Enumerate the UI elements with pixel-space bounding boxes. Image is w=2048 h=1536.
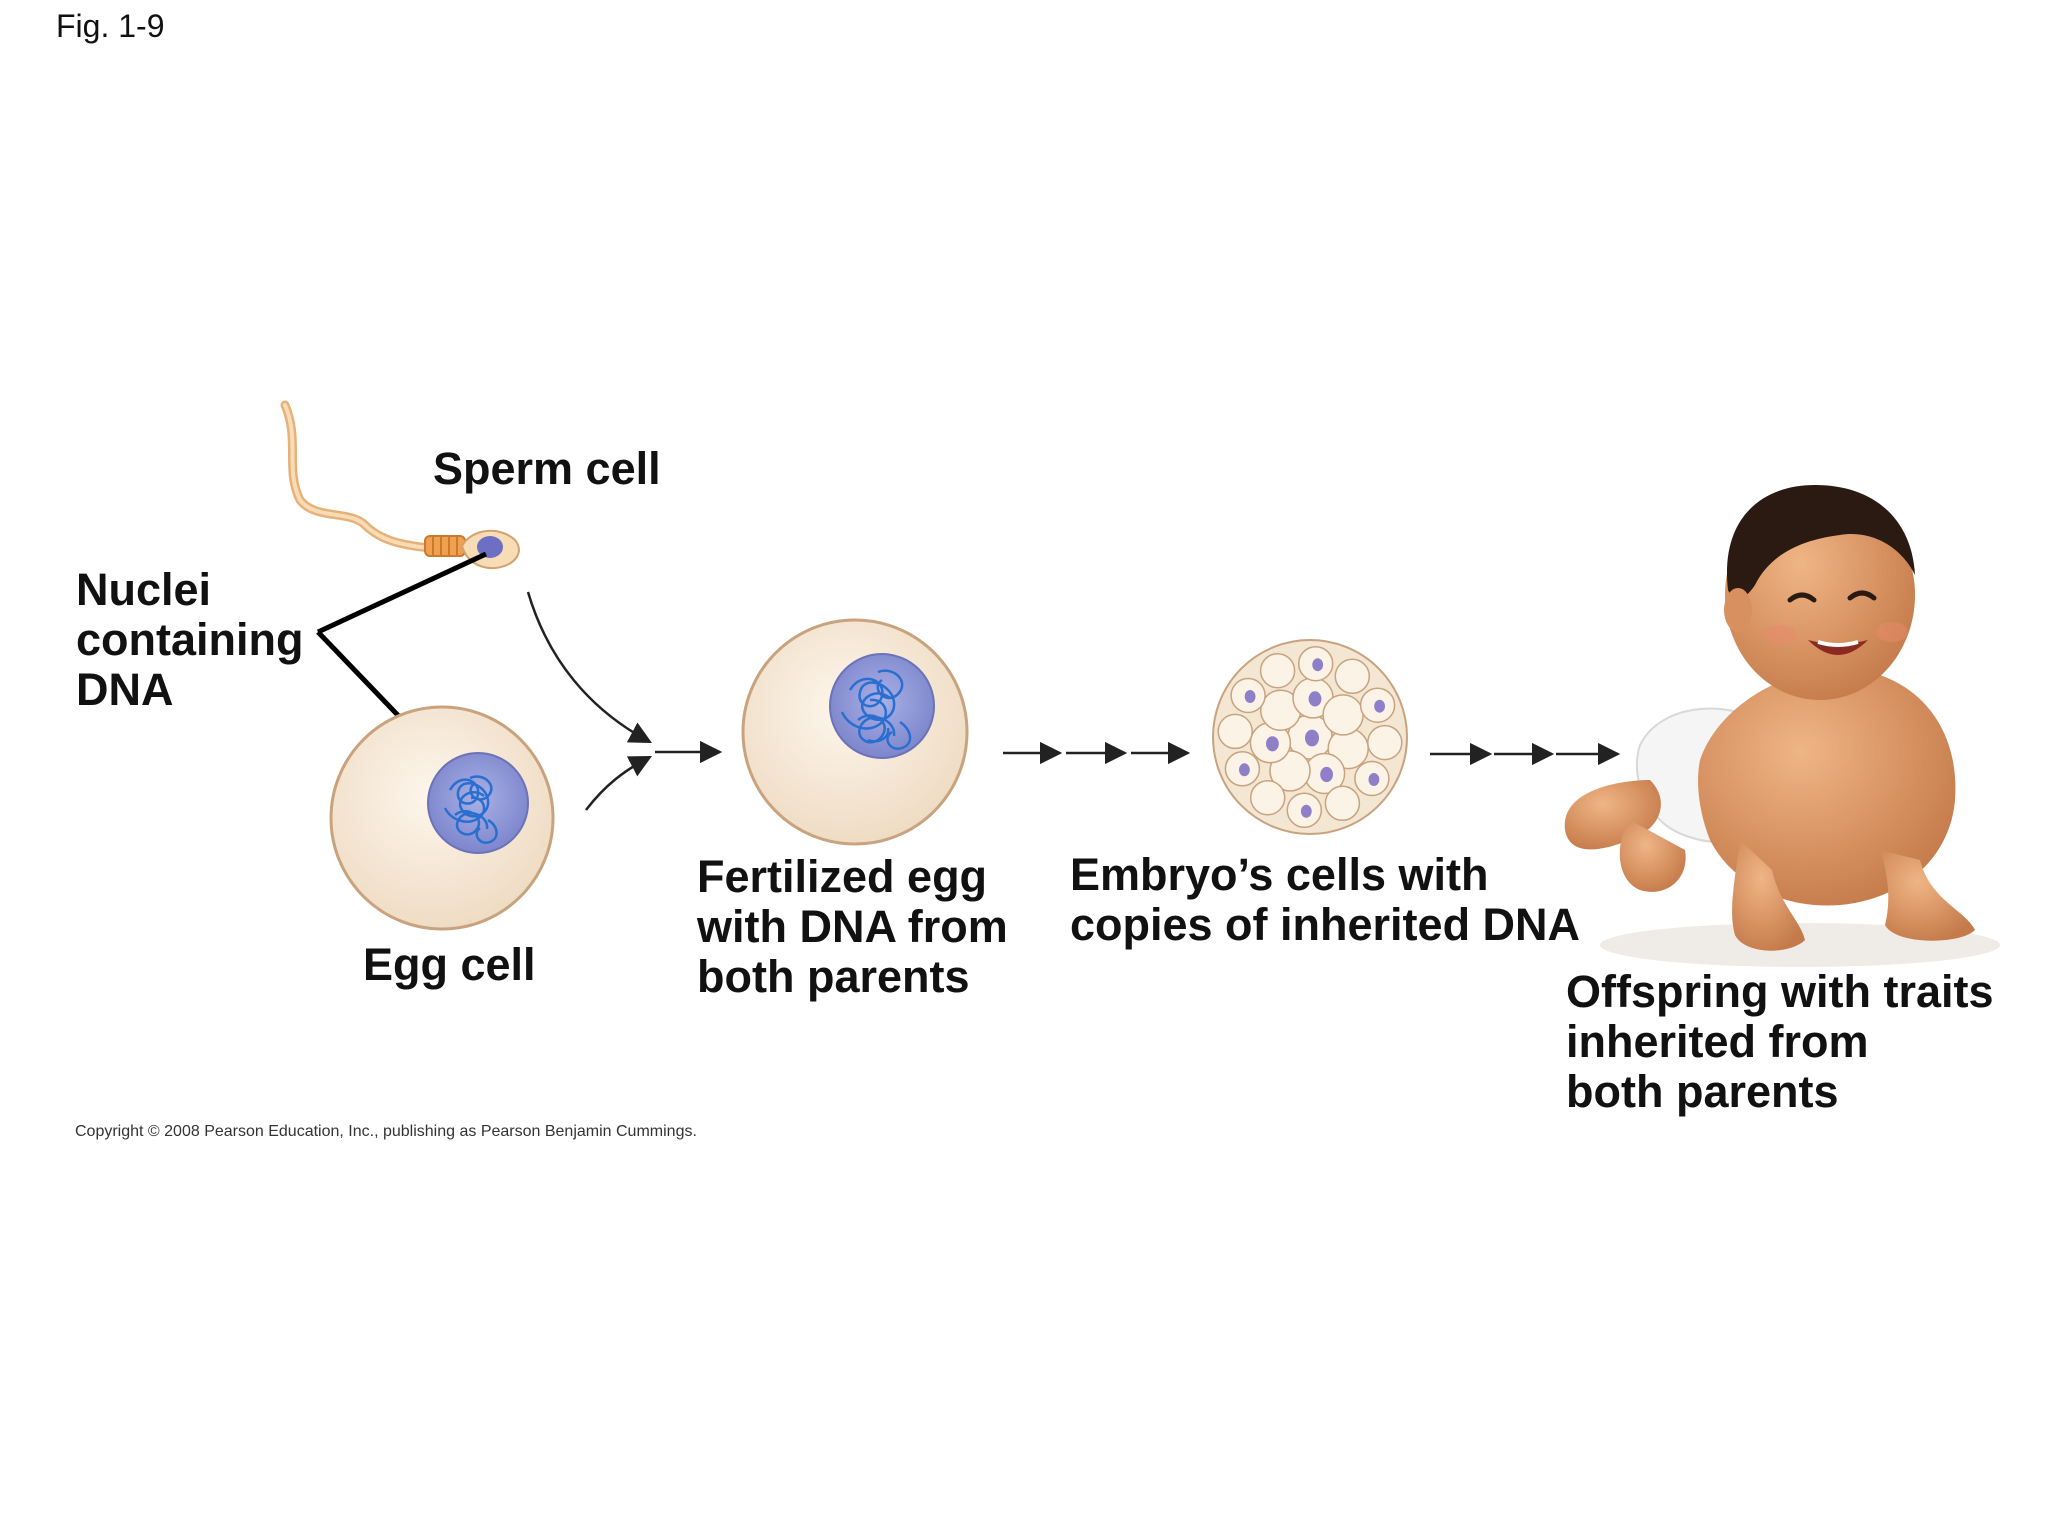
egg-cell-illustration xyxy=(329,705,555,931)
nuclei-label-line-3: DNA xyxy=(76,664,174,715)
nuclei-label-line-2: containing xyxy=(76,614,304,665)
embryo-cell-nucleus xyxy=(1368,773,1380,786)
embryo-cell xyxy=(1322,694,1364,736)
offspring-label: Offspring with traits inherited from bot… xyxy=(1566,967,1994,1117)
sperm-cell-label: Sperm cell xyxy=(433,443,661,494)
embryo-cell xyxy=(1249,779,1286,816)
embryo-cell xyxy=(1334,658,1371,695)
embryo-cell xyxy=(1259,652,1296,689)
embryo-cell-nucleus xyxy=(1374,699,1385,713)
embryo-cell-nucleus xyxy=(1308,691,1322,707)
fertilized-egg-label-line-1: Fertilized egg xyxy=(697,851,988,902)
embryo-cell-nucleus xyxy=(1312,658,1324,672)
copyright-notice: Copyright © 2008 Pearson Education, Inc.… xyxy=(75,1123,697,1140)
fertilized-egg-label-line-3: both parents xyxy=(697,951,970,1002)
embryo-cell xyxy=(1324,785,1361,822)
fertilized-egg-label-line-2: with DNA from xyxy=(697,901,1008,952)
embryo-label-line-1: Embryo’s cells with xyxy=(1070,849,1489,900)
embryo-label-line-2: copies of inherited DNA xyxy=(1070,899,1581,950)
embryo-cell xyxy=(1217,713,1253,750)
nuclei-label-line-1: Nuclei xyxy=(76,564,212,615)
fertilization-arrows xyxy=(526,591,723,811)
embryo-cell xyxy=(1367,724,1403,761)
embryo-cell-nucleus xyxy=(1244,690,1256,703)
offspring-label-line-2: inherited from xyxy=(1566,1016,1869,1067)
baby-photo xyxy=(1564,485,2000,967)
fertilized-egg-illustration xyxy=(741,618,969,846)
embryo-cell-nucleus xyxy=(1266,736,1279,752)
offspring-label-line-3: both parents xyxy=(1566,1066,1839,1117)
egg-cell-label: Egg cell xyxy=(363,939,536,990)
fertilized-egg-label: Fertilized egg with DNA from both parent… xyxy=(697,852,1008,1002)
embryo-cell-nucleus xyxy=(1320,766,1333,783)
embryo-label: Embryo’s cells with copies of inherited … xyxy=(1070,850,1580,950)
nuclei-label: Nuclei containing DNA xyxy=(76,565,303,715)
embryo-cell-nucleus xyxy=(1300,804,1312,818)
offspring-label-line-1: Offspring with traits xyxy=(1566,966,1994,1017)
embryo-cell-nucleus xyxy=(1305,729,1319,747)
figure-label: Fig. 1-9 xyxy=(56,8,165,44)
embryo-cell-nucleus xyxy=(1239,763,1250,777)
embryo-illustration xyxy=(1212,639,1408,835)
